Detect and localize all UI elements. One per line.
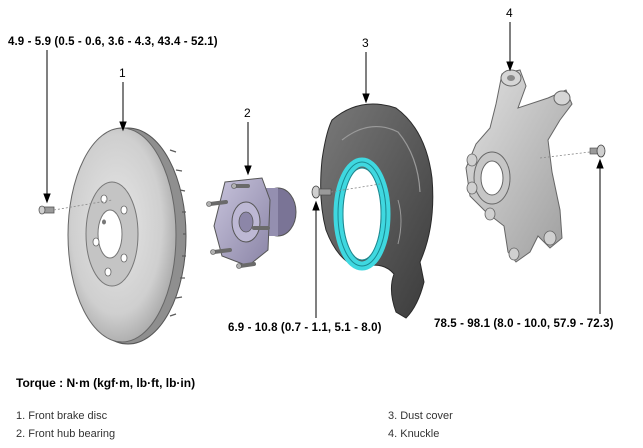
leader-lines [43,22,604,318]
callout-2: 2 [244,106,251,120]
callout-1: 1 [119,66,126,80]
dust-cover-bolt [311,183,381,199]
dust-cover [320,103,434,319]
torque-knuckle-bolt: 78.5 - 98.1 (8.0 - 10.0, 57.9 - 72.3) [434,318,614,330]
legend-item-dust-cover: 3. Dust cover [388,410,453,422]
torque-disc-screw: 4.9 - 5.9 (0.5 - 0.6, 3.6 - 4.3, 43.4 - … [8,36,218,48]
torque-unit-title: Torque : N·m (kgf·m, lb·ft, lb·in) [16,376,196,390]
brake-disc [67,127,187,345]
callout-4: 4 [506,6,513,20]
callout-3: 3 [362,36,369,50]
legend-item-front-brake-disc: 1. Front brake disc [16,410,108,422]
hub-bearing [206,177,297,269]
torque-dust-cover-bolt: 6.9 - 10.8 (0.7 - 1.1, 5.1 - 8.0) [228,322,382,334]
knuckle-bolt [539,144,606,159]
legend-item-knuckle: 4. Knuckle [388,428,440,440]
knuckle [465,69,573,263]
legend-item-front-hub-bearing: 2. Front hub bearing [16,428,116,440]
disc-screw [38,199,113,215]
